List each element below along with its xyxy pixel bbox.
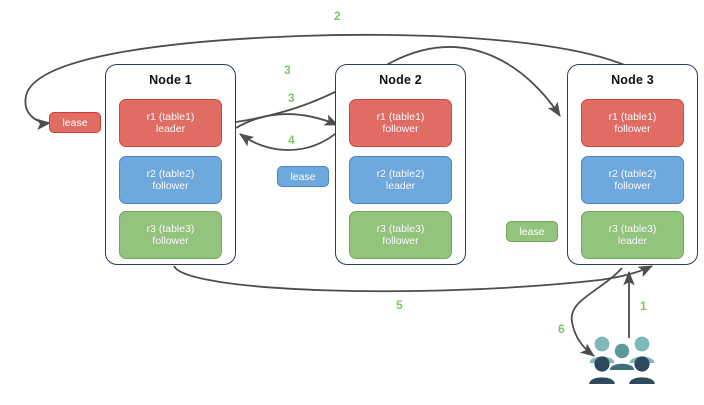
replica-role: follower <box>614 123 651 135</box>
node-box-3: Node 3 r1 (table1) follower r2 (table2) … <box>567 64 698 265</box>
replica-name: r3 (table3) <box>146 222 195 235</box>
step-label-2: 2 <box>334 9 341 23</box>
replica-role: leader <box>155 123 186 135</box>
replica-name: r2 (table2) <box>146 167 195 180</box>
node-title-3: Node 3 <box>611 73 654 87</box>
lease-chip-blue[interactable]: lease <box>277 166 329 187</box>
replica-role: follower <box>382 235 419 247</box>
replica-n2-r2[interactable]: r2 (table2) leader <box>349 156 452 204</box>
step-label-6: 6 <box>558 322 565 336</box>
replica-n1-r1[interactable]: r1 (table1) leader <box>119 99 222 147</box>
edge-2-lease-transfer <box>24 33 661 131</box>
replica-n2-r1[interactable]: r1 (table1) follower <box>349 99 452 147</box>
edge-6-n3-to-client <box>570 267 623 357</box>
replica-role: leader <box>617 235 648 247</box>
node-box-1: Node 1 r1 (table1) leader r2 (table2) fo… <box>105 64 236 265</box>
node-title-2: Node 2 <box>379 73 422 87</box>
edge-4-n2-to-n1 <box>239 129 341 151</box>
replica-name: r3 (table3) <box>376 222 425 235</box>
replica-n2-r3[interactable]: r3 (table3) follower <box>349 211 452 259</box>
replica-name: r2 (table2) <box>376 167 425 180</box>
replica-n3-r1[interactable]: r1 (table1) follower <box>581 99 684 147</box>
replica-role: follower <box>614 180 651 192</box>
edge-5-n1-to-n3 <box>173 265 653 293</box>
replica-role: follower <box>152 180 189 192</box>
step-label-1: 1 <box>640 299 647 313</box>
step-label-5: 5 <box>396 298 403 312</box>
lease-chip-red[interactable]: lease <box>49 112 101 133</box>
users-group-icon <box>588 334 656 392</box>
replica-role: follower <box>382 123 419 135</box>
replica-n3-r3[interactable]: r3 (table3) leader <box>581 211 684 259</box>
replica-n3-r2[interactable]: r2 (table2) follower <box>581 156 684 204</box>
step-label-4: 4 <box>288 133 295 147</box>
edge-3-n1-to-n2 <box>235 113 340 129</box>
replica-name: r1 (table1) <box>376 110 425 123</box>
replica-role: follower <box>152 235 189 247</box>
replica-role: leader <box>385 180 416 192</box>
replica-name: r3 (table3) <box>608 222 657 235</box>
replica-name: r1 (table1) <box>608 110 657 123</box>
replica-name: r2 (table2) <box>608 167 657 180</box>
node-title-1: Node 1 <box>149 73 192 87</box>
step-label-3-lower: 3 <box>288 91 295 105</box>
node-box-2: Node 2 r1 (table1) follower r2 (table2) … <box>335 64 466 265</box>
edge-3-n1-to-n3 <box>235 46 561 123</box>
replica-name: r1 (table1) <box>146 110 195 123</box>
replica-n1-r3[interactable]: r3 (table3) follower <box>119 211 222 259</box>
lease-chip-green[interactable]: lease <box>506 221 558 242</box>
replica-n1-r2[interactable]: r2 (table2) follower <box>119 156 222 204</box>
step-label-3-upper: 3 <box>284 63 291 77</box>
